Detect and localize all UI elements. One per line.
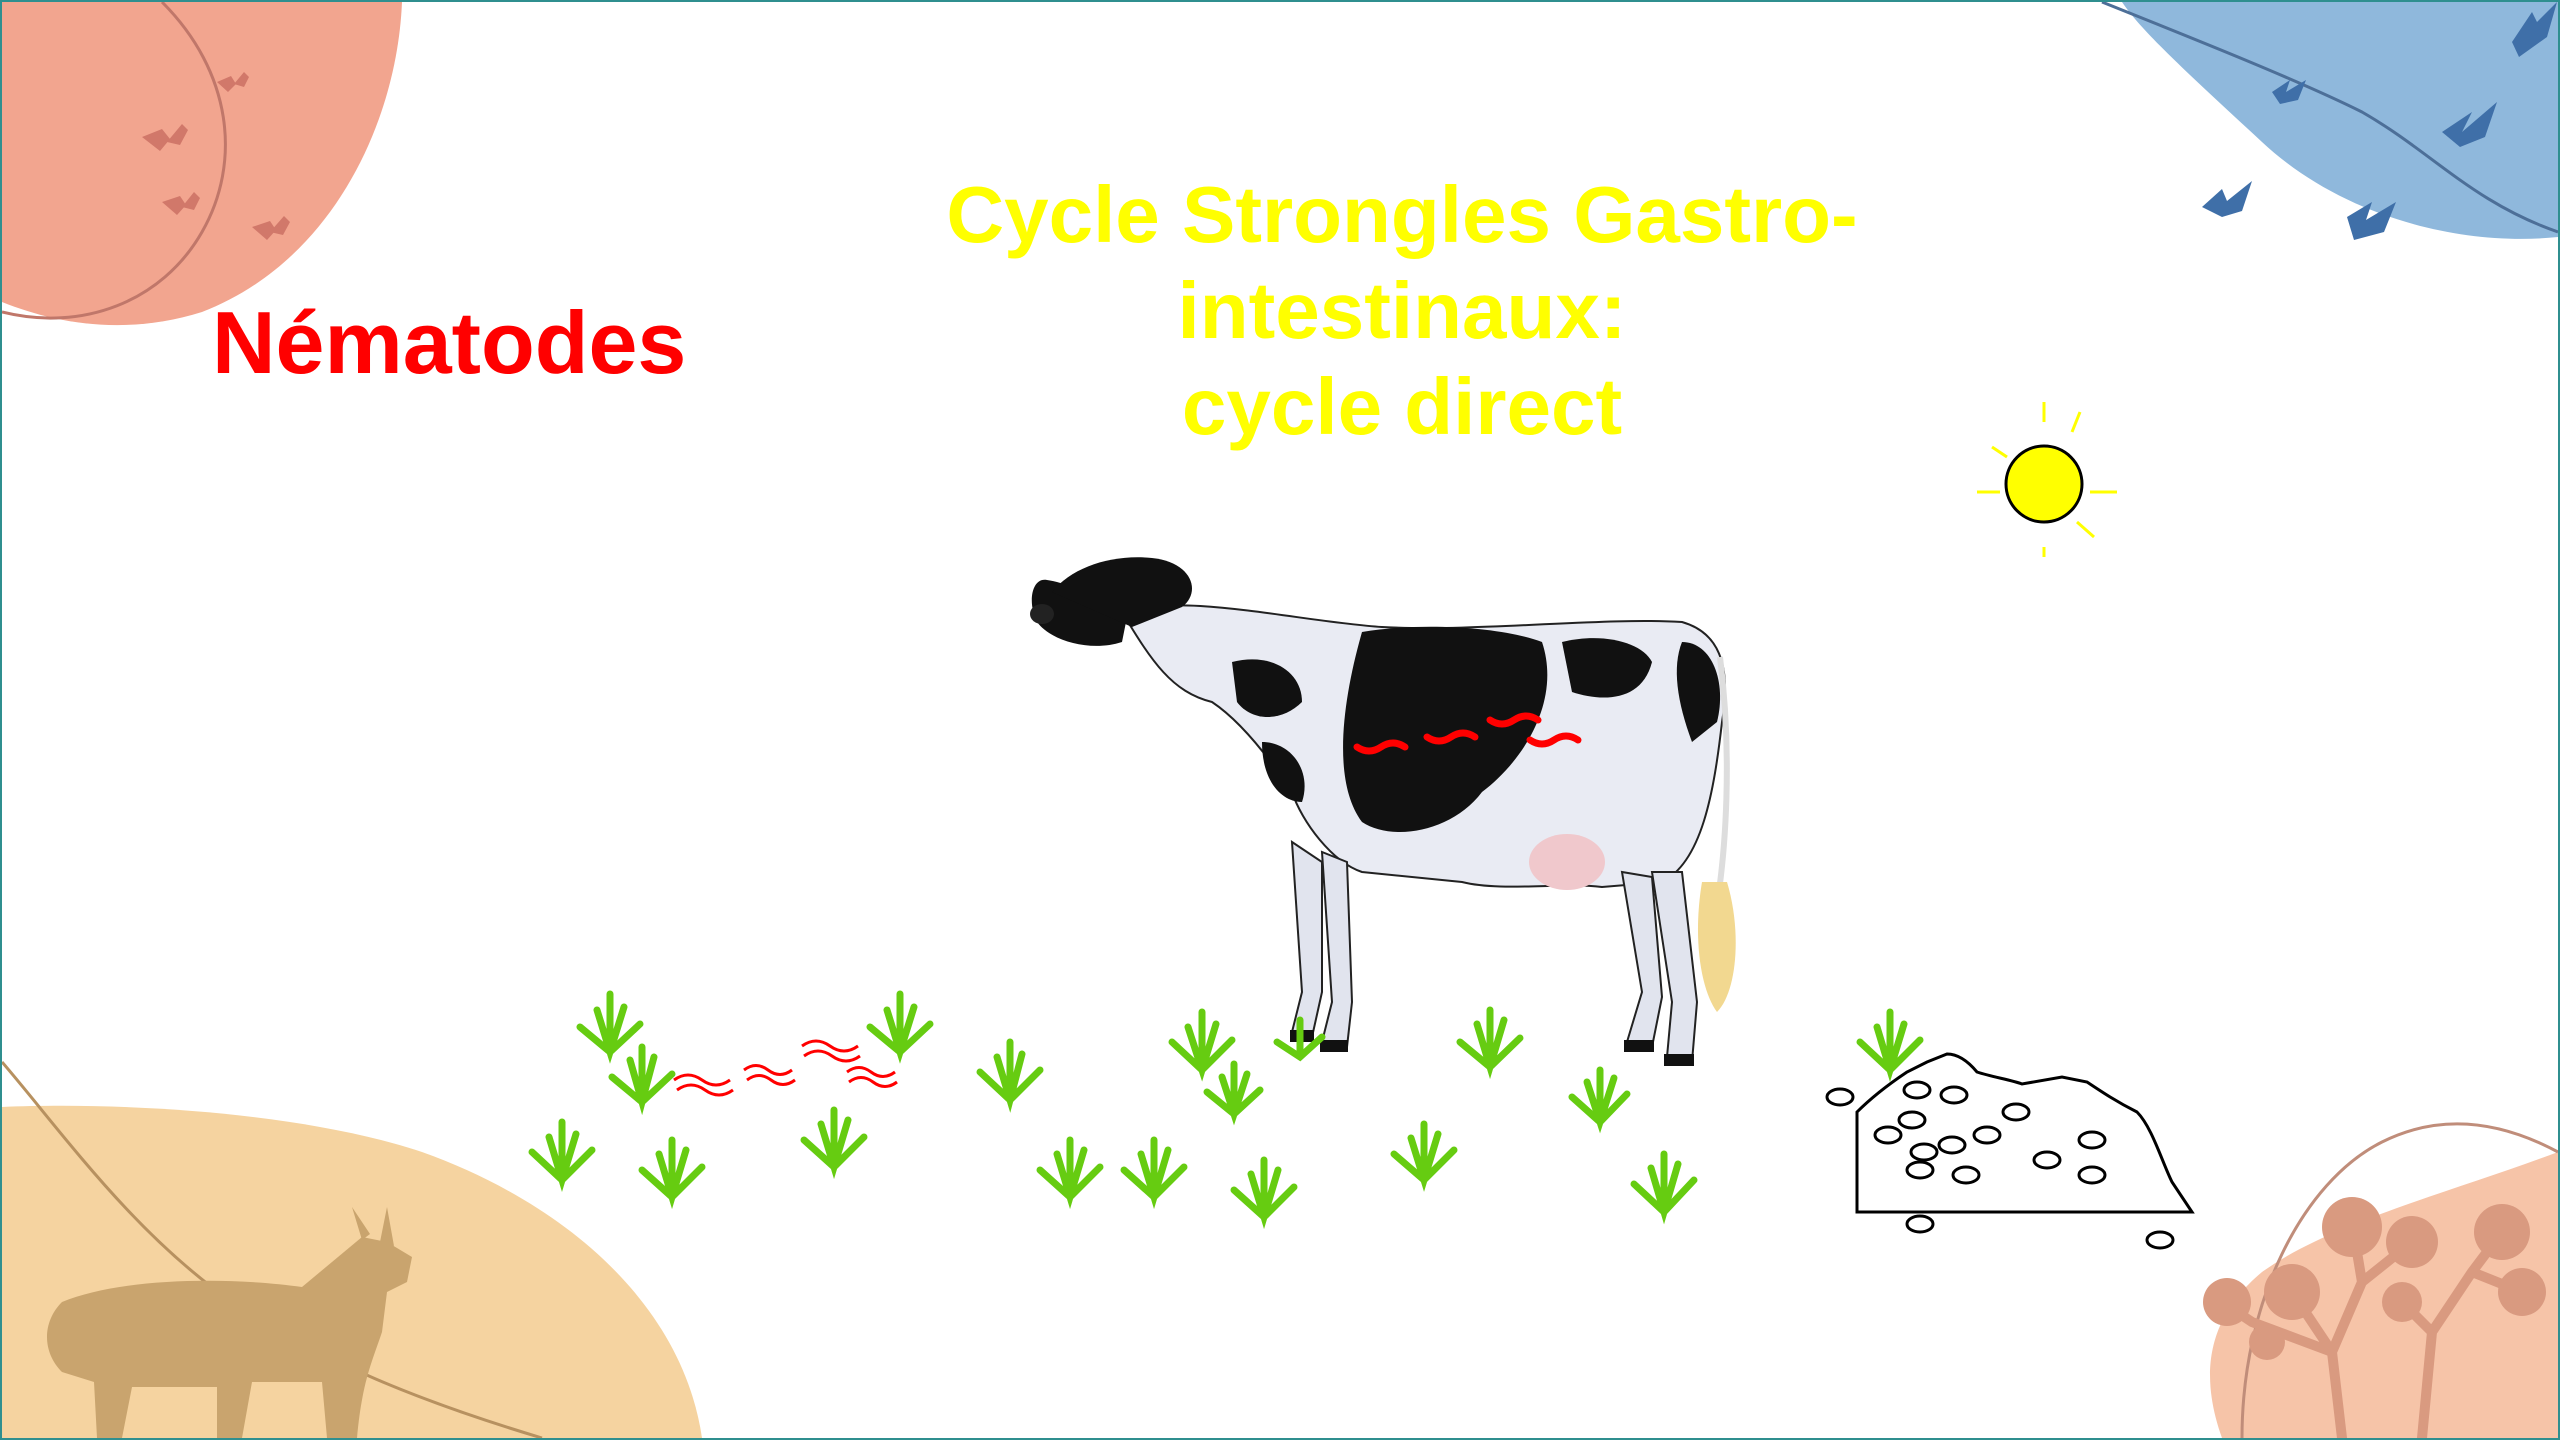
grass-icon xyxy=(1124,1140,1184,1197)
grass-icon xyxy=(580,994,640,1052)
egg-icon xyxy=(1904,1082,1930,1098)
egg-icon xyxy=(1974,1127,2000,1143)
egg-icon xyxy=(2034,1152,2060,1168)
egg-icon xyxy=(1911,1144,1937,1160)
grass-icon xyxy=(1040,1140,1100,1197)
egg-icon xyxy=(1899,1112,1925,1128)
grass-icon xyxy=(1172,1012,1232,1070)
grass-icon xyxy=(532,1122,592,1180)
egg-icon xyxy=(2079,1132,2105,1148)
title-line-1: Cycle Strongles Gastro- xyxy=(782,167,2022,263)
grass-icon xyxy=(1207,1064,1260,1114)
grass-icon xyxy=(804,1110,864,1167)
grass-field xyxy=(532,994,1920,1217)
title-line-2: intestinaux: xyxy=(782,263,2022,359)
grass-icon xyxy=(1860,1012,1920,1070)
egg-icon xyxy=(2079,1167,2105,1183)
diagram-title: Cycle Strongles Gastro- intestinaux: cyc… xyxy=(782,167,2022,455)
grass-icon xyxy=(612,1047,672,1102)
grass-icon xyxy=(1634,1154,1694,1212)
grass-icon xyxy=(1460,1010,1520,1067)
title-line-3: cycle direct xyxy=(782,359,2022,455)
egg-icon xyxy=(1907,1162,1933,1178)
egg-icon xyxy=(2003,1104,2029,1120)
egg-icon xyxy=(1827,1089,1853,1105)
nematodes-label: Nématodes xyxy=(212,292,686,394)
dung-icon xyxy=(1857,1054,2192,1212)
grass-icon xyxy=(1394,1124,1454,1180)
grass-icon xyxy=(642,1140,702,1197)
egg-icon xyxy=(1939,1137,1965,1153)
larva-icon xyxy=(674,1041,897,1095)
grass-icon xyxy=(1234,1160,1294,1217)
grass-icon xyxy=(870,994,930,1052)
egg-icon xyxy=(2147,1232,2173,1248)
grass-icon xyxy=(1572,1070,1627,1122)
grass-icon xyxy=(980,1042,1040,1100)
egg-icon xyxy=(1941,1087,1967,1103)
egg-icon xyxy=(1875,1127,1901,1143)
egg-icon xyxy=(1907,1216,1933,1232)
egg-icon xyxy=(1953,1167,1979,1183)
cow-icon xyxy=(1030,557,1736,1066)
